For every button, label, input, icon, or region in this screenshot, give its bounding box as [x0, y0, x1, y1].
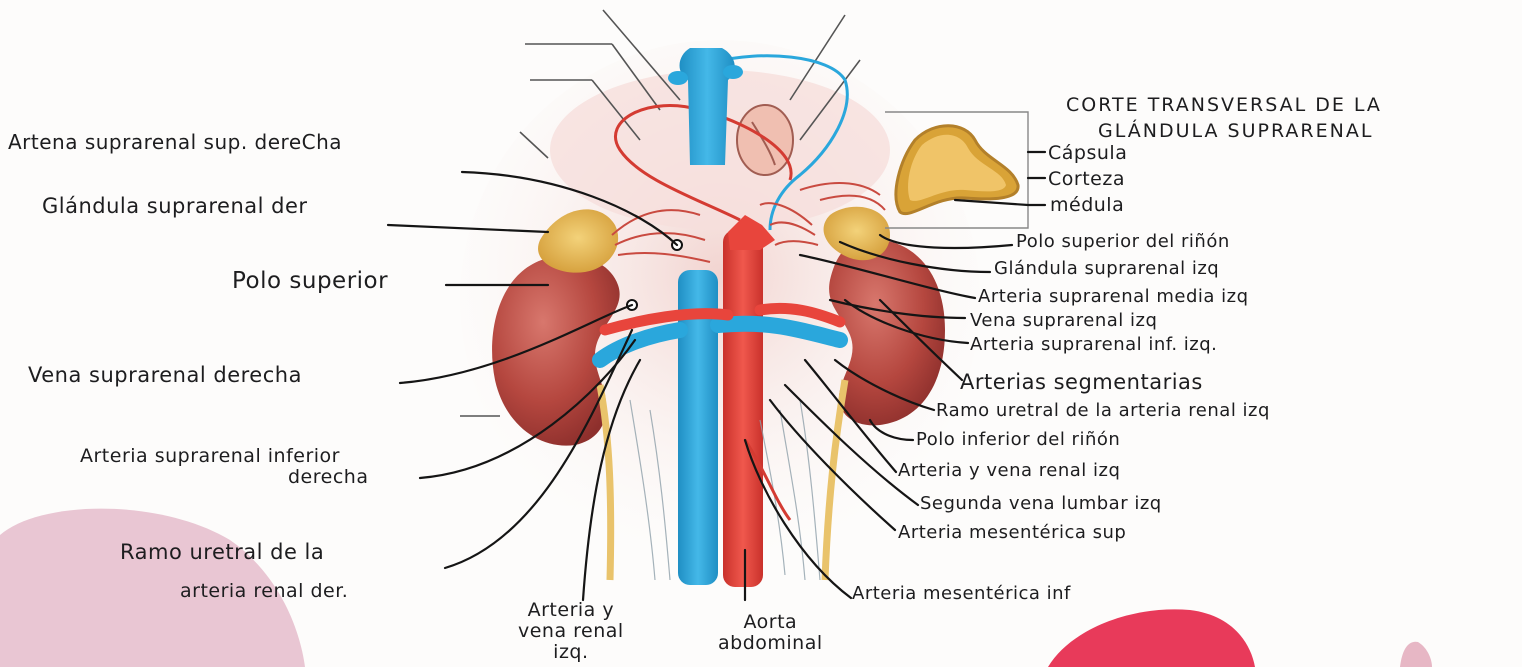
hepatic-vein-stub-left	[668, 71, 688, 85]
label-arteria-suprarenal-inferior-derecha-1: Arteria suprarenal inferior	[80, 447, 340, 466]
label-arteria-suprarenal-media-izq: Arteria suprarenal media izq	[978, 288, 1249, 306]
label-ramo-ureteral-der-1: Ramo uretral de la	[120, 542, 324, 563]
label-arteria-suprarenal-inferior-derecha-2: derecha	[288, 468, 368, 487]
label-arteria-mesenterica-sup: Arteria mesentérica sup	[898, 524, 1126, 542]
label-polo-superior-del-rinon: Polo superior del riñón	[1016, 233, 1230, 251]
label-arteria-suprarenal-sup-derecha: Artena suprarenal sup. dereCha	[8, 132, 342, 152]
inset-title-line-1: CORTE TRANSVERSAL DE LA	[1066, 96, 1382, 115]
label-polo-inferior-del-rinon: Polo inferior del riñón	[916, 431, 1120, 449]
label-arteria-mesenterica-inf: Arteria mesentérica inf	[852, 585, 1071, 603]
label-polo-superior: Polo superior	[232, 270, 388, 293]
red-paper-blob	[1048, 609, 1255, 667]
inset-title-line-2: GLÁNDULA SUPRARENAL	[1098, 122, 1373, 141]
label-glandula-suprarenal-der: Glándula suprarenal der	[42, 196, 308, 217]
inset-label-capsula: Cápsula	[1048, 144, 1127, 163]
label-ramo-ureteral-arteria-renal-izq: Ramo uretral de la arteria renal izq	[936, 402, 1270, 420]
label-ramo-ureteral-der-2: arteria renal der.	[180, 582, 348, 601]
hepatic-vein-stub-right	[723, 65, 743, 79]
abdominal-aorta	[723, 230, 763, 587]
label-glandula-suprarenal-izq: Glándula suprarenal izq	[994, 260, 1219, 278]
label-vena-suprarenal-derecha: Vena suprarenal derecha	[28, 365, 302, 386]
label-arteria-vena-renal-izq: Arteria y vena renal izq	[898, 462, 1120, 480]
label-arteria-suprarenal-inf-izq: Arteria suprarenal inf. izq.	[970, 336, 1217, 354]
label-vena-suprarenal-izq: Vena suprarenal izq	[970, 312, 1157, 330]
inset-label-medula: médula	[1050, 196, 1124, 215]
inset-label-corteza: Corteza	[1048, 170, 1125, 189]
label-arterias-segmentarias: Arterias segmentarias	[960, 372, 1203, 393]
label-segunda-vena-lumbar-izq: Segunda vena lumbar izq	[920, 495, 1162, 513]
label-aorta-abdominal: Aorta abdominal	[718, 612, 823, 654]
pink-corner-blob	[1400, 642, 1432, 667]
label-arteria-vena-renal-izq-bottom: Arteria y vena renal izq.	[518, 600, 624, 663]
